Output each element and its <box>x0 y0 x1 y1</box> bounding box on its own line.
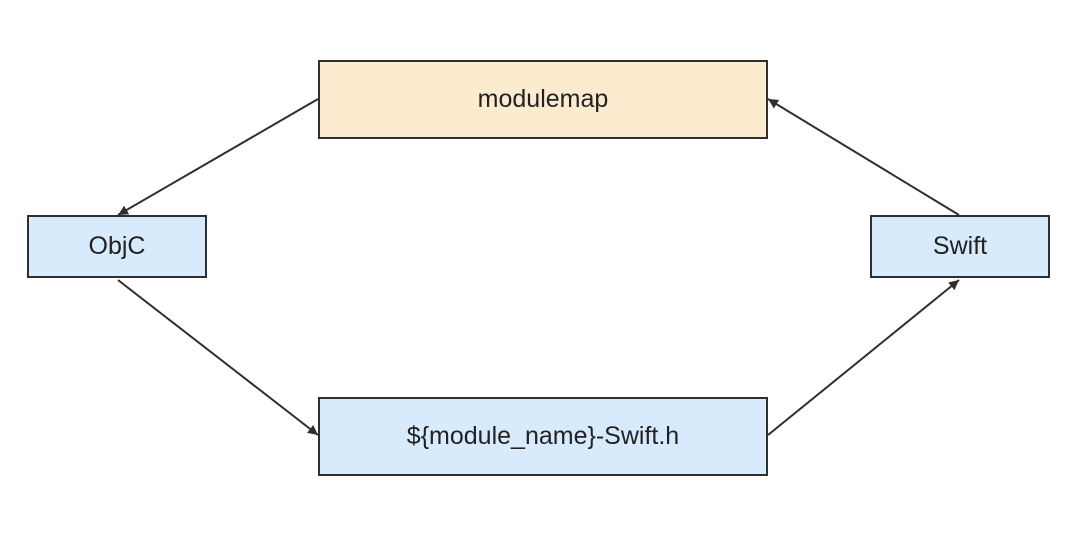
node-modulemap: modulemap <box>318 60 768 139</box>
node-swift-header-label: ${module_name}-Swift.h <box>406 422 680 450</box>
arrow-swift-to-modulemap <box>767 98 960 216</box>
node-swift: Swift <box>870 215 1050 278</box>
node-objc-label: ObjC <box>88 232 146 260</box>
node-swift-header: ${module_name}-Swift.h <box>318 397 768 476</box>
node-modulemap-label: modulemap <box>477 85 609 113</box>
edges-layer <box>117 98 960 436</box>
node-objc: ObjC <box>27 215 207 278</box>
arrow-header-to-swift <box>767 279 960 436</box>
arrow-modulemap-to-objc <box>117 98 319 216</box>
arrow-objc-to-header <box>117 279 319 436</box>
node-swift-label: Swift <box>932 232 988 260</box>
